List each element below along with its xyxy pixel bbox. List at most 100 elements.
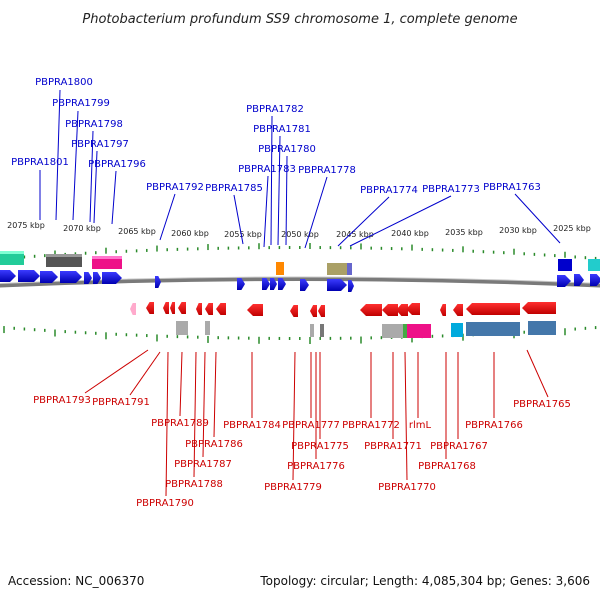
forward-gene-label: PBPRA1780 <box>258 144 316 155</box>
forward-gene-label: PBPRA1773 <box>422 184 480 195</box>
reverse-gene-arrow <box>360 304 382 316</box>
forward-feature-block <box>276 262 284 275</box>
forward-feature-block <box>92 256 122 269</box>
forward-gene-label: PBPRA1792 <box>146 182 204 193</box>
kbp-label: 2045 kbp <box>336 230 374 239</box>
leader-line <box>263 175 269 248</box>
leader-line <box>404 351 408 481</box>
reverse-gene-arrow <box>178 302 186 314</box>
leader-line <box>159 193 176 241</box>
forward-feature-block <box>327 263 347 275</box>
reverse-feature-block <box>403 324 407 338</box>
leader-line <box>270 115 273 246</box>
reverse-gene-label: PBPRA1791 <box>92 397 150 408</box>
forward-gene-label: PBPRA1785 <box>205 183 263 194</box>
reverse-gene-label: PBPRA1768 <box>418 461 476 472</box>
reverse-gene-arrow <box>382 304 398 316</box>
kbp-label: 2065 kbp <box>118 227 156 236</box>
leader-line <box>277 135 281 246</box>
forward-gene-arrow <box>237 278 245 290</box>
reverse-feature-block <box>407 324 431 338</box>
reverse-feature-block <box>176 321 188 335</box>
leader-line <box>337 196 390 247</box>
leader-line <box>526 349 549 398</box>
reverse-gene-arrow <box>318 305 325 317</box>
reverse-gene-label: PBPRA1775 <box>291 441 349 452</box>
reverse-gene-label: PBPRA1788 <box>165 479 223 490</box>
forward-gene-arrow <box>18 270 40 282</box>
reverse-gene-label: PBPRA1765 <box>513 399 571 410</box>
leader-line <box>179 351 183 417</box>
reverse-gene-label: PBPRA1779 <box>264 482 322 493</box>
leader-line <box>129 351 161 396</box>
forward-feature-block <box>347 263 352 275</box>
forward-gene-label: PBPRA1801 <box>11 157 69 168</box>
forward-gene-arrow <box>557 275 571 287</box>
leader-line <box>193 351 197 478</box>
reverse-gene-arrow <box>247 304 263 316</box>
reverse-gene-arrow <box>205 303 213 315</box>
forward-gene-label: PBPRA1782 <box>246 104 304 115</box>
reverse-gene-arrow <box>453 304 463 316</box>
forward-gene-label: PBPRA1783 <box>238 164 296 175</box>
kbp-label: 2025 kbp <box>553 224 591 233</box>
reverse-gene-label: rlmL <box>409 420 432 431</box>
reverse-gene-arrow <box>196 303 202 315</box>
reverse-gene-arrow <box>216 303 226 315</box>
kbp-label: 2030 kbp <box>499 226 537 235</box>
kbp-label: 2035 kbp <box>445 228 483 237</box>
forward-gene-label: PBPRA1798 <box>65 119 123 130</box>
forward-gene-arrow <box>155 276 161 288</box>
reverse-feature-block <box>451 323 463 337</box>
reverse-gene-label: PBPRA1790 <box>136 498 194 509</box>
forward-gene-label: PBPRA1800 <box>35 77 93 88</box>
accession-text: Accession: NC_006370 <box>8 574 144 588</box>
reverse-gene-label: PBPRA1767 <box>430 441 488 452</box>
map-title: Photobacterium profundum SS9 chromosome … <box>82 12 517 27</box>
genome-summary-text: Topology: circular; Length: 4,085,304 bp… <box>259 574 590 588</box>
reverse-gene-label: PBPRA1771 <box>364 441 422 452</box>
reverse-gene-arrow <box>440 304 446 316</box>
forward-gene-label: PBPRA1781 <box>253 124 311 135</box>
forward-gene-label: PBPRA1797 <box>71 139 129 150</box>
leader-line <box>84 349 149 394</box>
forward-gene-arrow <box>590 274 600 286</box>
gene-features <box>0 251 600 338</box>
forward-gene-label: PBPRA1799 <box>52 98 110 109</box>
leader-line <box>202 351 206 458</box>
reverse-feature-block <box>528 321 556 335</box>
forward-gene-arrow <box>262 278 270 290</box>
reverse-gene-label: PBPRA1789 <box>151 418 209 429</box>
leader-line <box>349 195 452 247</box>
kbp-label: 2075 kbp <box>7 221 45 230</box>
forward-gene-arrow <box>348 280 354 292</box>
leader-line <box>165 351 169 497</box>
forward-gene-label: PBPRA1778 <box>298 165 356 176</box>
reverse-gene-label: PBPRA1793 <box>33 395 91 406</box>
top-ruler <box>3 243 597 260</box>
reverse-gene-label: PBPRA1770 <box>378 482 436 493</box>
forward-gene-arrow <box>327 279 347 291</box>
reverse-gene-arrow <box>130 303 136 315</box>
leader-line <box>89 130 94 223</box>
forward-gene-arrow <box>300 279 309 291</box>
forward-gene-arrow <box>574 274 584 286</box>
forward-gene-arrow <box>270 278 277 290</box>
reverse-gene-arrow <box>290 305 298 317</box>
reverse-gene-label: PBPRA1772 <box>342 420 400 431</box>
forward-gene-arrow <box>84 272 92 284</box>
reverse-gene-arrow <box>146 302 154 314</box>
reverse-gene-label: PBPRA1777 <box>282 420 340 431</box>
leader-line <box>233 194 244 245</box>
forward-gene-labels: PBPRA1801PBPRA1800PBPRA1799PBPRA1798PBPR… <box>11 77 561 249</box>
leader-line <box>285 155 288 246</box>
forward-gene-label: PBPRA1796 <box>88 159 146 170</box>
reverse-feature-block <box>466 322 520 336</box>
leader-line <box>304 176 328 249</box>
reverse-feature-block <box>310 324 314 337</box>
leader-line <box>72 110 79 221</box>
reverse-gene-label: PBPRA1787 <box>174 459 232 470</box>
